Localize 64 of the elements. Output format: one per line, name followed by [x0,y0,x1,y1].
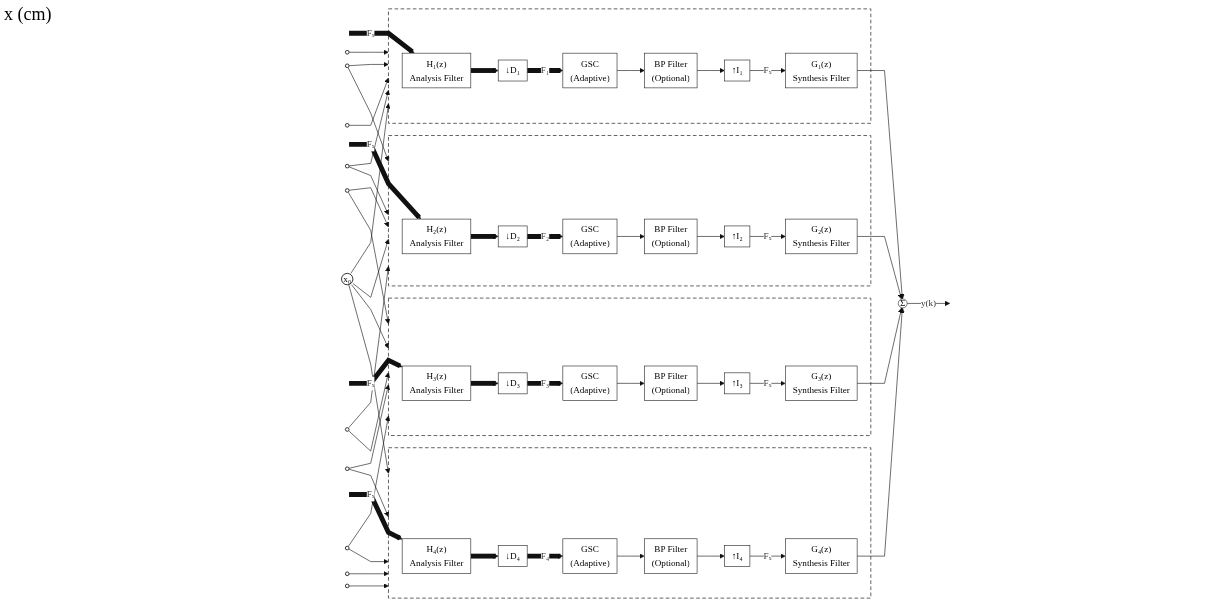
axis-label: x (cm) [4,4,53,25]
node-circle [344,49,350,55]
arrow [527,67,564,74]
arrow [527,553,564,559]
arrow [470,233,499,240]
arrow [527,233,564,240]
node-box: BP Filter (Optional) [644,218,698,255]
node-box: ↑I₂ [724,225,751,248]
node-box: H₃(z) Analysis Filter [401,365,472,401]
arrow [527,380,564,386]
node-box: H₂(z) Analysis Filter [401,218,472,255]
node-circle [344,571,350,577]
arrow [470,380,499,386]
node-box: H₄(z) Analysis Filter [401,538,472,574]
node-circle [344,466,350,472]
arrow [349,492,403,541]
node-box: ↓D₃ [497,372,528,395]
cluster [388,447,872,599]
node-circle: Σ [897,298,908,309]
node-circle: x₀ [341,272,354,286]
edge-label: Fₛ [763,65,772,76]
node-box: GSC (Adaptive) [562,52,618,89]
node-box: ↑I₃ [724,372,751,395]
edge-label: F₃ [540,378,550,389]
node-box: BP Filter (Optional) [644,52,698,89]
node-box: G₂(z) Synthesis Filter [785,218,858,255]
node-circle [344,63,350,69]
edge-label: Fₛ [366,378,375,389]
node-box: G₄(z) Synthesis Filter [785,538,858,574]
node-circle [344,427,350,432]
arrow [349,357,403,386]
node-box: GSC (Adaptive) [562,365,618,401]
node-box: ↓D₁ [497,59,528,82]
edge-label: F₂ [540,231,550,242]
edge-label: F₁ [540,65,550,76]
node-box: BP Filter (Optional) [644,538,698,574]
edge-label: Fₛ [763,378,772,389]
edge-label: F₄ [540,551,550,561]
node-box: GSC (Adaptive) [562,218,618,255]
edge-label: Fₛ [763,551,772,561]
node-box: ↑I₄ [724,545,751,567]
edge-label: Fₛ [366,28,375,38]
node-circle [344,545,350,551]
edge-label: Fₛ [366,139,375,150]
edge-label: y(k) [920,298,937,309]
node-box: ↓D₂ [497,225,528,248]
node-box: ↓D₄ [497,545,528,567]
cluster [388,135,872,287]
cluster [388,8,872,124]
node-box: ↑I₁ [724,59,751,82]
node-circle [344,583,350,589]
edge-label: Fₛ [763,231,772,242]
arrow [470,67,499,74]
arrow [470,553,499,559]
node-box: BP Filter (Optional) [644,365,698,401]
cluster [388,297,872,436]
node-circle [344,188,350,193]
node-box: GSC (Adaptive) [562,538,618,574]
node-box: G₃(z) Synthesis Filter [785,365,858,401]
node-circle [344,123,350,128]
node-circle [344,163,350,169]
node-box: G₁(z) Synthesis Filter [785,52,858,89]
node-box: H₁(z) Analysis Filter [401,52,472,89]
edge-label: Fₛ [366,489,375,500]
